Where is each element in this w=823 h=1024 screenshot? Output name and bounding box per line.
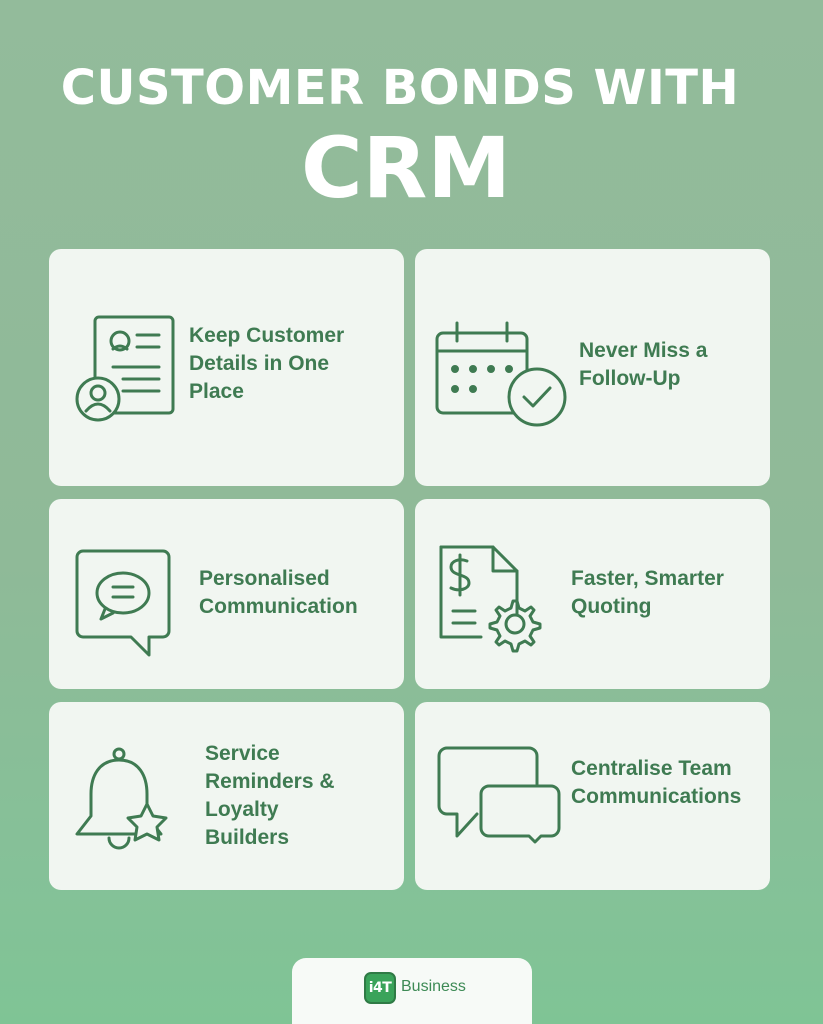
team-chat-icon	[437, 744, 563, 844]
calendar-check-icon	[433, 319, 573, 431]
customer-profile-icon	[73, 313, 177, 425]
card-quoting: Faster, Smarter Quoting	[415, 499, 770, 689]
page-title: CUSTOMER BONDS WITH	[60, 60, 740, 116]
brand-logo-text: i4T	[368, 980, 392, 996]
quote-document-gear-icon	[437, 543, 545, 653]
card-follow-up: Never Miss a Follow-Up	[415, 249, 770, 486]
card-label: Keep Customer Details in One Place	[189, 324, 345, 403]
chat-bubble-icon	[75, 547, 175, 661]
page-title-crm: CRM	[301, 119, 511, 217]
card-label: Personalised Communication	[199, 567, 358, 618]
card-label: Centralise Team Communications	[571, 757, 742, 808]
card-service-reminders: Service Reminders & Loyalty Builders	[49, 702, 404, 890]
card-customer-details: Keep Customer Details in One Place	[49, 249, 404, 486]
card-label: Never Miss a Follow-Up	[579, 339, 708, 390]
bell-star-icon	[73, 746, 173, 854]
brand-logo-icon: i4T	[364, 972, 396, 1004]
card-team-communications: Centralise Team Communications	[415, 702, 770, 890]
card-label: Faster, Smarter Quoting	[571, 567, 724, 618]
brand-name: Business	[401, 978, 466, 995]
card-label: Service Reminders & Loyalty Builders	[205, 742, 335, 849]
footer-brand-bar: i4T Business	[292, 958, 532, 1024]
card-personalised-communication: Personalised Communication	[49, 499, 404, 689]
